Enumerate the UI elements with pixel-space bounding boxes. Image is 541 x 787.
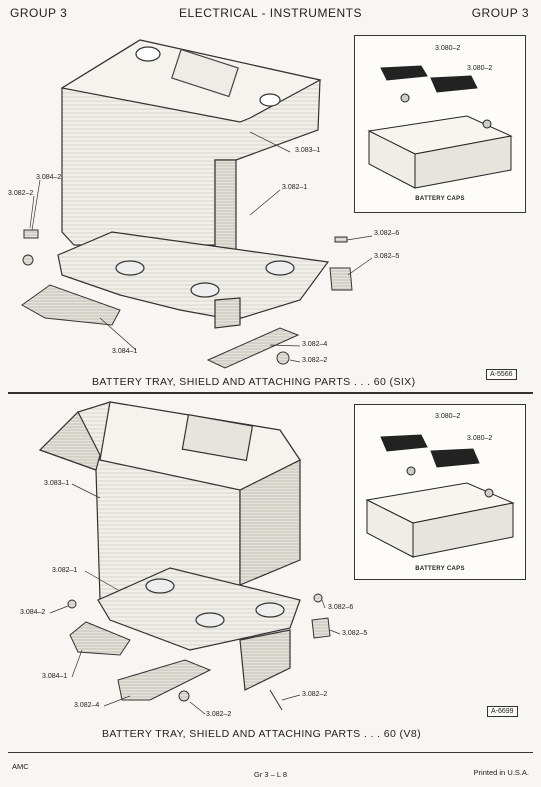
- inset-callout: 3.080–2: [467, 435, 493, 442]
- battery-shield-six: [60, 39, 322, 256]
- footer-divider: [8, 752, 533, 753]
- inset-label: BATTERY CAPS: [415, 196, 465, 202]
- footer-right: Printed in U.S.A.: [473, 768, 529, 777]
- inset-callout: 3.080–2: [435, 45, 461, 52]
- page-section-title: ELECTRICAL - INSTRUMENTS: [179, 6, 362, 20]
- callout-clamp: 3.084–1: [112, 348, 138, 355]
- callout-plate: 3.082–4: [74, 702, 100, 709]
- callout-bracket: 3.082–5: [374, 253, 400, 260]
- callout-nut: 3.082–2: [302, 357, 328, 364]
- battery-caps-inset-six: 3.080–2 3.080–2 BATTERY CAPS: [354, 35, 526, 213]
- page-number: Gr 3 – L 8: [253, 770, 288, 779]
- footer-left: AMC: [12, 762, 29, 771]
- callout-nut: 3.082–2: [206, 711, 232, 718]
- inset-callout: 3.080–2: [435, 413, 461, 420]
- callout-tray: 3.082–1: [282, 184, 308, 191]
- callout-plate: 3.082–4: [302, 341, 328, 348]
- group-label-right: GROUP 3: [471, 6, 529, 20]
- battery-shield-v8: [38, 401, 301, 601]
- callout-bolt-lower: 3.082–2: [302, 691, 328, 698]
- callout-shield: 3.083–1: [44, 480, 70, 487]
- callout-bolt: 3.084–2: [20, 609, 46, 616]
- callout-screw: 3.082–6: [328, 604, 354, 611]
- callout-bolt: 3.084–2: [36, 174, 62, 181]
- figure-number: A-5566: [486, 369, 517, 380]
- battery-caps-drawing: [367, 65, 513, 189]
- hardware-parts-v8: [67, 593, 331, 711]
- battery-caps-inset-v8: 3.080–2 3.080–2 BATTERY CAPS: [354, 404, 526, 580]
- battery-tray-six: [57, 231, 330, 329]
- inset-callout: 3.080–2: [467, 65, 493, 72]
- figure-caption: BATTERY TRAY, SHIELD AND ATTACHING PARTS…: [102, 728, 421, 740]
- hardware-parts-six: [21, 229, 353, 369]
- battery-caps-drawing: [365, 434, 515, 558]
- battery-tray-v8: [97, 567, 301, 691]
- callout-clip-nut: 3.082–5: [342, 630, 368, 637]
- inset-label: BATTERY CAPS: [415, 566, 465, 572]
- callout-tray: 3.082–1: [52, 567, 78, 574]
- divider: [8, 392, 533, 394]
- callout-shield: 3.083–1: [295, 147, 321, 154]
- group-label-left: GROUP 3: [10, 6, 68, 20]
- callout-washer: 3.082–2: [8, 190, 34, 197]
- callout-clamp: 3.084–1: [42, 673, 68, 680]
- figure-caption: BATTERY TRAY, SHIELD AND ATTACHING PARTS…: [92, 376, 416, 388]
- callout-screw: 3.082–6: [374, 230, 400, 237]
- figure-number: A-6699: [487, 706, 518, 717]
